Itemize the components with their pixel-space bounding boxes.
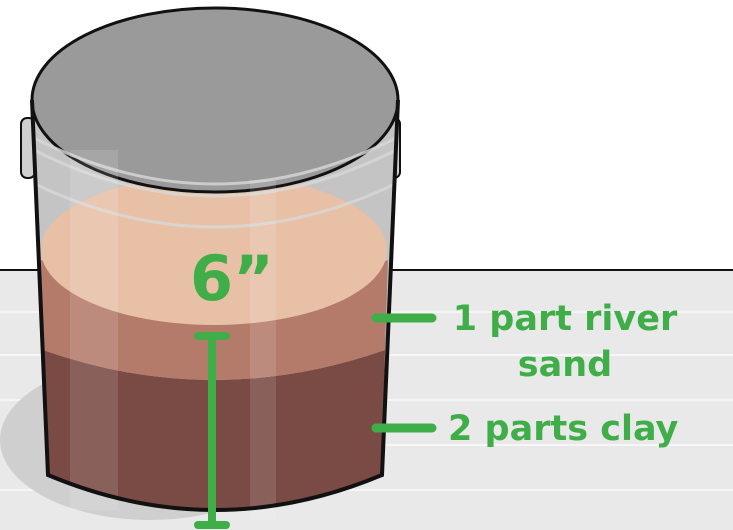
clay-ratio-label: 2 parts clay: [448, 409, 679, 449]
depth-measurement-label: 6”: [190, 242, 274, 315]
sand-top-surface: [41, 175, 387, 325]
sand-ratio-line1: 1 part river: [452, 299, 678, 339]
bucket-ribs: [33, 136, 397, 229]
sand-ratio-line2: sand: [517, 345, 613, 385]
measurement-bar: [194, 332, 230, 529]
bucket-highlights: [70, 150, 276, 520]
sand-ratio-label: 1 part river sand: [440, 296, 690, 388]
